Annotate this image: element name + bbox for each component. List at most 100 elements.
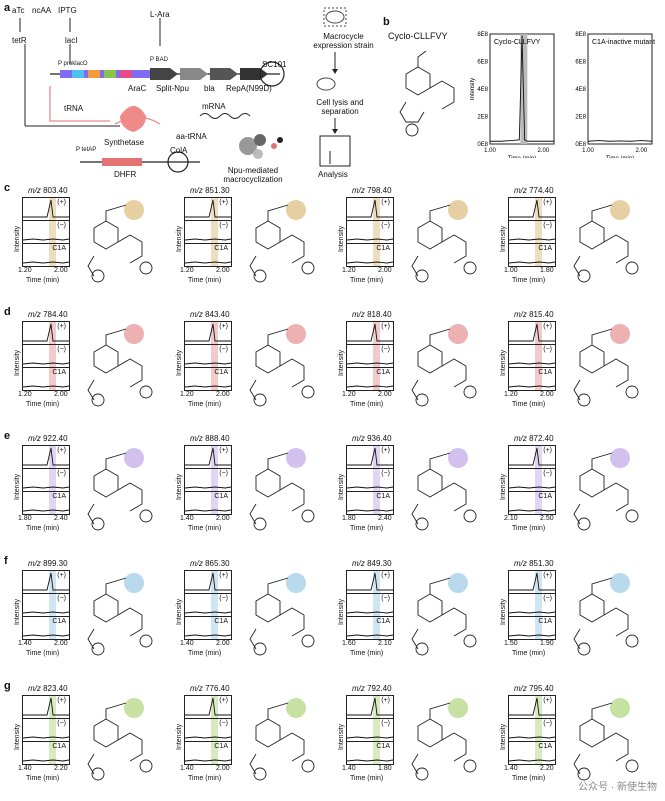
panel-letter-f: f xyxy=(4,555,8,567)
y-axis-label: Intensity xyxy=(14,598,21,625)
trace-line xyxy=(185,362,231,365)
y-axis-label: Intensity xyxy=(176,598,183,625)
label-aatrna: aa-tRNA xyxy=(176,132,207,141)
trace-tag: C1A xyxy=(52,493,66,500)
plot-frame xyxy=(587,33,653,145)
x-axis-label: Time (min) xyxy=(350,650,384,657)
trace-row: C1A xyxy=(185,742,231,764)
trace-tag: (−) xyxy=(543,720,552,727)
trace-tag: C1A xyxy=(214,369,228,376)
trace-line xyxy=(347,362,393,365)
panel-letter-c: c xyxy=(4,182,11,194)
trace-tag: (+) xyxy=(219,697,228,704)
trace-tag: C1A xyxy=(214,618,228,625)
trace-tag: (−) xyxy=(219,470,228,477)
x-tick-label: 1.40 xyxy=(180,640,194,647)
trace-line xyxy=(185,759,231,762)
trace-line xyxy=(347,261,393,264)
trace-row: (+) xyxy=(509,198,555,221)
y-axis-label: Intensity xyxy=(14,349,21,376)
molecule-structure xyxy=(573,573,639,656)
molecule-structure xyxy=(573,324,639,407)
trace-stack: (+)(−)C1A xyxy=(346,321,394,391)
trace-row: C1A xyxy=(509,368,555,390)
trace-tag: (−) xyxy=(219,720,228,727)
x-axis-label: Time (min) xyxy=(188,525,222,532)
mz-label: m/z 922.40 xyxy=(28,434,68,443)
trace-row: (+) xyxy=(347,571,393,594)
y-axis-label: Intensity xyxy=(14,473,21,500)
retention-band xyxy=(373,345,380,367)
trace-line xyxy=(509,261,555,264)
panel-letter-g: g xyxy=(4,680,11,692)
trace-row: (−) xyxy=(509,594,555,617)
mz-label: m/z 865.30 xyxy=(190,559,230,568)
label-splitnpu: Split-Npu xyxy=(156,84,189,93)
panel-b-molecule xyxy=(386,44,468,149)
trace-stack: (+)(−)C1A xyxy=(508,445,556,515)
trace-line xyxy=(509,385,555,388)
trace-row: (+) xyxy=(347,322,393,345)
trace-row: (−) xyxy=(23,221,69,244)
trace-tag: (+) xyxy=(381,323,390,330)
trace-line xyxy=(23,447,69,466)
x-tick-label: 2.00 xyxy=(216,391,230,398)
x-tick-label: 1.80 xyxy=(18,515,32,522)
x-tick-label: 2.00 xyxy=(540,391,554,398)
y-tick-label: 0E8 xyxy=(575,142,586,148)
trace-tag: C1A xyxy=(214,743,228,750)
trace-stack: (+) (−) C1A xyxy=(184,695,232,765)
trace-row: (−) xyxy=(185,719,231,742)
y-axis-label: Intensity xyxy=(500,598,507,625)
trace-tag: C1A xyxy=(376,369,390,376)
x-tick-label: 1.20 xyxy=(342,391,356,398)
x-tick-label: 2.00 xyxy=(635,148,647,154)
molecule-structure xyxy=(249,200,315,283)
trace-line xyxy=(23,759,69,762)
x-axis-label: Time (min) xyxy=(350,775,384,782)
trace-stack: (+)(−)C1A xyxy=(346,695,394,765)
trace-tag: (+) xyxy=(57,323,66,330)
x-tick-label: 1.40 xyxy=(342,765,356,772)
trace-stack: (+)(−)C1A xyxy=(346,570,394,640)
y-axis-label: Intensity xyxy=(338,723,345,750)
mz-label: m/z 849.30 xyxy=(352,559,392,568)
retention-band xyxy=(373,469,380,491)
mz-label: m/z 803.40 xyxy=(28,186,68,195)
trace-tag: C1A xyxy=(214,245,228,252)
retention-band xyxy=(49,719,56,741)
x-tick-label: 1.00 xyxy=(504,267,518,274)
label-trna: tRNA xyxy=(64,104,84,113)
trace-row: (+) xyxy=(509,322,555,345)
molecule-structure xyxy=(87,573,153,656)
retention-band xyxy=(49,742,56,764)
y-axis-label: Intensity xyxy=(176,225,183,252)
label-sc101: SC101 xyxy=(262,60,287,69)
trace-row: C1A xyxy=(23,368,69,390)
label-laci: lacI xyxy=(65,36,78,45)
molecule-structure xyxy=(411,448,477,531)
label-tetr: tetR xyxy=(12,36,27,45)
trace-line xyxy=(185,634,231,637)
panel-letter-a: a xyxy=(4,2,11,14)
retention-band xyxy=(211,345,218,367)
trace-tag: (−) xyxy=(57,595,66,602)
trace-line xyxy=(509,572,555,591)
trace-row: C1A xyxy=(23,244,69,266)
x-tick-label: 2.10 xyxy=(504,515,518,522)
trace-line xyxy=(23,572,69,591)
trace-tag: C1A xyxy=(376,245,390,252)
trace-tag: (+) xyxy=(543,572,552,579)
trace-tag: (+) xyxy=(57,697,66,704)
x-tick-label: 2.00 xyxy=(378,391,392,398)
mz-label: m/z 798.40 xyxy=(352,186,392,195)
series-line xyxy=(587,140,653,142)
retention-band xyxy=(535,617,542,639)
trace-line xyxy=(185,323,231,342)
trace-tag: C1A xyxy=(376,493,390,500)
trace-row: (−) xyxy=(185,345,231,368)
label-bla: bla xyxy=(204,84,215,93)
trace-row: (−) xyxy=(347,469,393,492)
trace-row: (+) xyxy=(347,446,393,469)
